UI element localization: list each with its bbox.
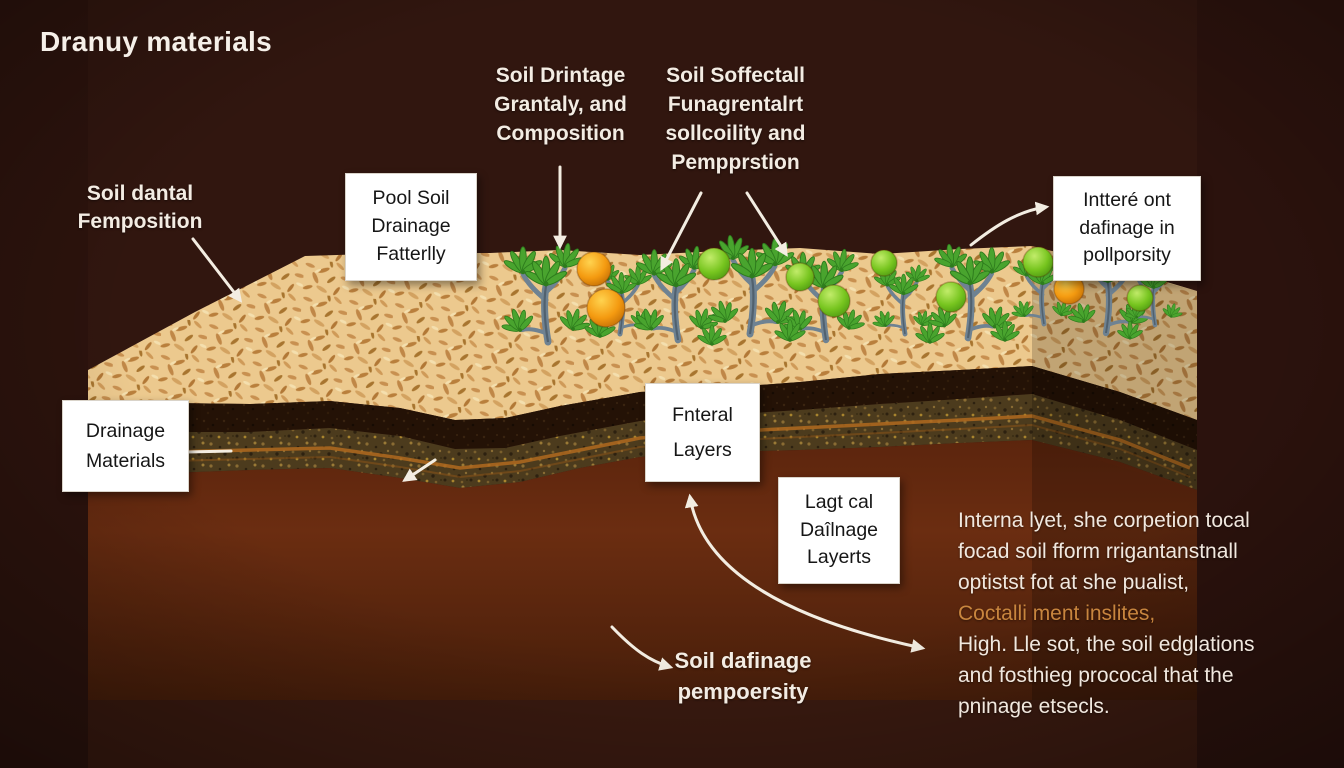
callout-line: Layerts [807, 546, 871, 569]
callout-line: dafinage in [1079, 216, 1175, 239]
callout-line: Daîlnage [799, 518, 879, 541]
description-line-accent: Coctalli ment inslites, [958, 602, 1156, 625]
label-line: pempoersity [677, 679, 809, 705]
label-line: Pempprstion [671, 150, 800, 174]
label-line: Soil Drintage [495, 64, 626, 87]
callout-drainage-materials: Drainage Materials [62, 400, 189, 492]
description-line: pninage etsecls. [958, 695, 1110, 718]
callout-line: Pool Soil [372, 187, 450, 210]
callout-line: Fnteral [672, 404, 733, 427]
label-soil-soffectall: Soil Soffectall Funagrentalrt sollcoilit… [653, 62, 818, 178]
description-line: High. Lle sot, the soil edglations [958, 633, 1255, 656]
label-line: Soil dantal [86, 182, 194, 205]
callout-line: Layers [673, 438, 732, 461]
callout-line: Drainage [85, 419, 166, 442]
callout-internal-drainage: Intteré ont dafinage in pollporsity [1053, 176, 1201, 281]
description-line: optistst fot at she pualist, [958, 571, 1190, 594]
callout-line: Drainage [371, 215, 451, 238]
callout-line: pollporsity [1083, 244, 1171, 267]
callout-internal-layers: Fnteral Layers [645, 383, 760, 482]
callout-line: Materials [85, 450, 166, 472]
label-line: Femposition [77, 209, 203, 233]
callout-line: Intteré ont [1083, 188, 1171, 211]
callout-line: Fatterlly [376, 242, 446, 265]
callout-pool-soil-drainage: Pool Soil Drainage Fatterlly [345, 173, 477, 281]
description-line: focad soil fform rrigantanstnall [958, 540, 1238, 563]
label-line: Soil Soffectall [666, 64, 805, 87]
description-line: Interna lyet, she corpetion tocal [958, 509, 1250, 532]
label-soil-drainage-porosity: Soil dafinage pempoersity [648, 645, 838, 707]
description-line: and fosthieg prococal that the [958, 664, 1234, 687]
label-line: Soil dafinage [674, 648, 812, 673]
diagram-title: Dranuy materials [40, 26, 273, 57]
label-line: Composition [496, 121, 625, 145]
callout-line: Lagt cal [804, 490, 874, 513]
label-line: Funagrentalrt [667, 92, 804, 116]
label-soil-composition: Soil dantal Femposition [55, 180, 225, 235]
callout-lateral-drainage-layers: Lagt cal Daîlnage Layerts [778, 477, 900, 584]
label-line: sollcoility and [665, 121, 806, 145]
label-line: Grantaly, and [494, 92, 627, 116]
label-soil-drainage-composition: Soil Drintage Grantaly, and Composition [478, 62, 643, 149]
description-text: Interna lyet, she corpetion tocal focad … [958, 505, 1344, 722]
